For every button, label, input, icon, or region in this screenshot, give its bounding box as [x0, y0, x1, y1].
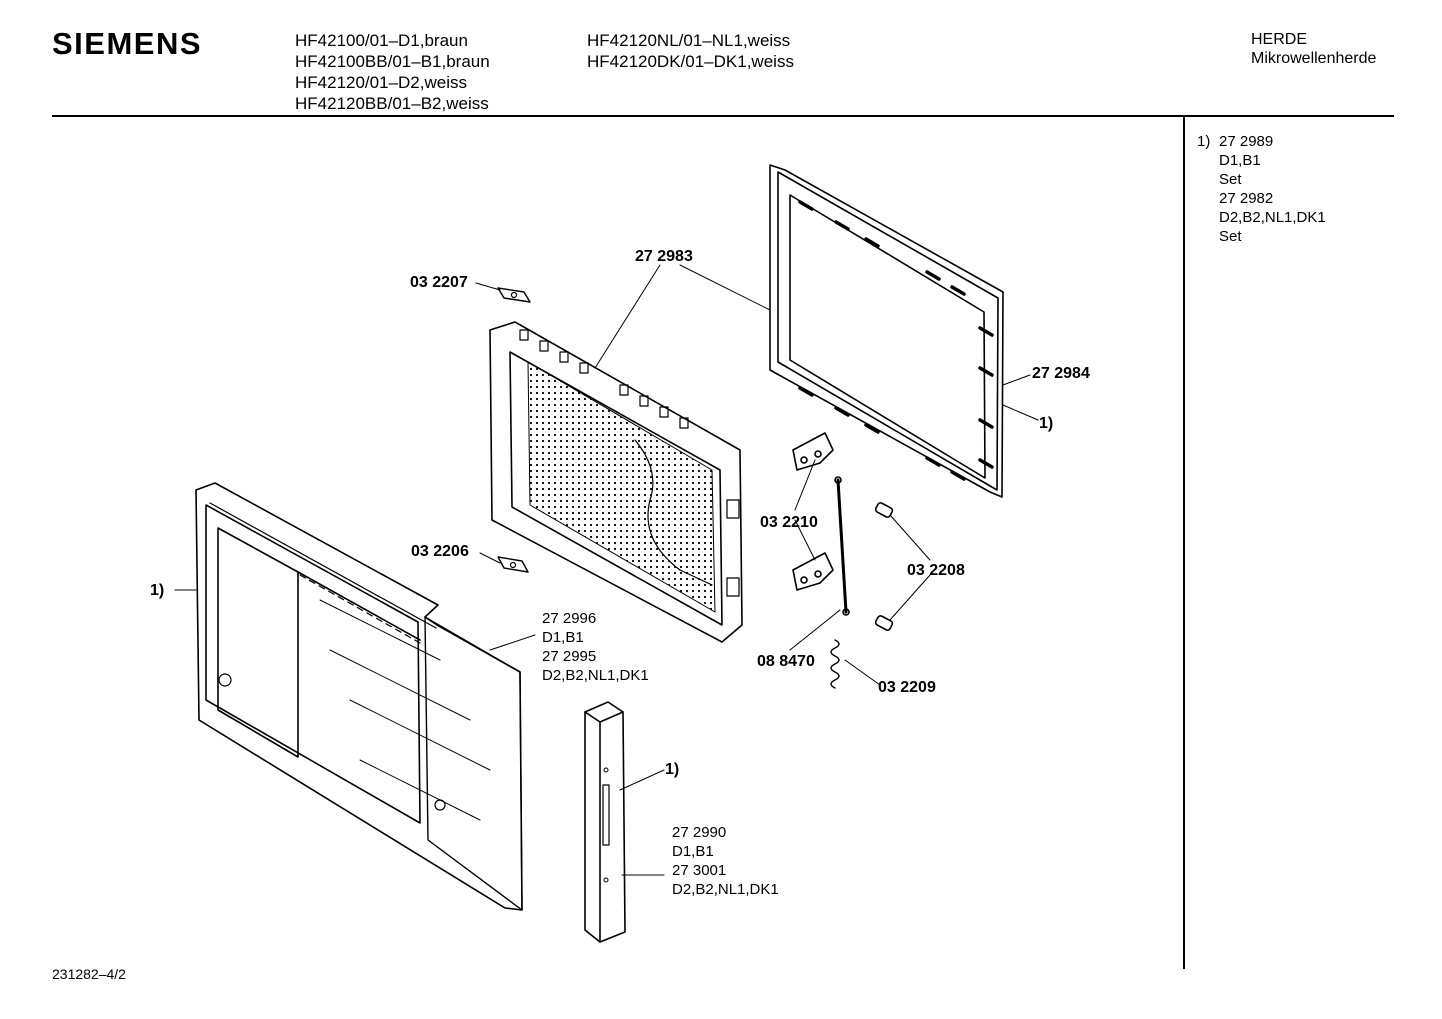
side-note-line: D2,B2,NL1,DK1 [1219, 209, 1326, 226]
reference-marker: 1) [150, 582, 164, 599]
part-variant-line: D1,B1 [672, 843, 714, 860]
part-label: 03 2207 [410, 274, 468, 291]
part-variant-line: 27 2996 [542, 610, 596, 627]
part-variant-line: 27 3001 [672, 862, 726, 879]
rod-part [834, 476, 850, 616]
clip-part [497, 556, 529, 573]
category-subtitle: Mikrowellenherde [1251, 50, 1377, 67]
part-variant-line: 27 2995 [542, 648, 596, 665]
reference-marker: 1) [1039, 415, 1053, 432]
side-divider [1183, 117, 1185, 969]
outer-door-part [195, 482, 523, 911]
side-note-line: Set [1219, 171, 1242, 188]
model-item: HF42120DK/01–DK1,weiss [587, 52, 794, 71]
category-block: HERDE Mikrowellenherde [1251, 30, 1376, 68]
model-item: HF42120BB/01–B2,weiss [295, 94, 489, 113]
part-label: 08 8470 [757, 653, 815, 670]
category-title: HERDE [1251, 31, 1308, 48]
side-note: 1) 27 2989 D1,B1 Set 27 2982 D2,B2,NL1,DK… [1197, 132, 1326, 246]
model-item: HF42120/01–D2,weiss [295, 73, 467, 92]
part-label: 27 2984 [1032, 365, 1090, 382]
handle-part [584, 701, 626, 943]
clip-part [497, 287, 531, 303]
inner-door-frame-part [489, 321, 743, 643]
brand-logo: SIEMENS [52, 26, 203, 61]
hinge-part [792, 432, 834, 591]
reference-marker: 1) [665, 761, 679, 778]
side-note-line: D1,B1 [1219, 152, 1261, 169]
part-variant-line: D2,B2,NL1,DK1 [542, 667, 649, 684]
drawing-number: 231282–4/2 [52, 966, 126, 982]
part-label: 03 2209 [878, 679, 936, 696]
model-item: HF42100BB/01–B1,braun [295, 52, 490, 71]
part-label: 03 2208 [907, 562, 965, 579]
part-label: 27 2983 [635, 248, 693, 265]
rear-frame-part [769, 164, 1004, 498]
part-label: 03 2206 [411, 543, 469, 560]
part-label: 03 2210 [760, 514, 818, 531]
leader-lines [174, 264, 1039, 876]
header-divider [52, 115, 1394, 117]
model-item: HF42120NL/01–NL1,weiss [587, 31, 791, 50]
model-list-left: HF42100/01–D1,braun HF42100BB/01–B1,brau… [295, 30, 490, 114]
side-note-marker: 1) [1197, 133, 1211, 150]
side-note-line: 27 2989 [1219, 133, 1274, 150]
side-note-line: Set [1219, 228, 1242, 245]
model-list-right: HF42120NL/01–NL1,weiss HF42120DK/01–DK1,… [587, 30, 794, 72]
part-variant-line: D2,B2,NL1,DK1 [672, 881, 779, 898]
part-variant-line: D1,B1 [542, 629, 584, 646]
screw-part [874, 502, 894, 631]
side-note-line: 27 2982 [1219, 190, 1274, 207]
part-variant-line: 27 2990 [672, 824, 726, 841]
spring-part [830, 639, 840, 689]
model-item: HF42100/01–D1,braun [295, 31, 468, 50]
